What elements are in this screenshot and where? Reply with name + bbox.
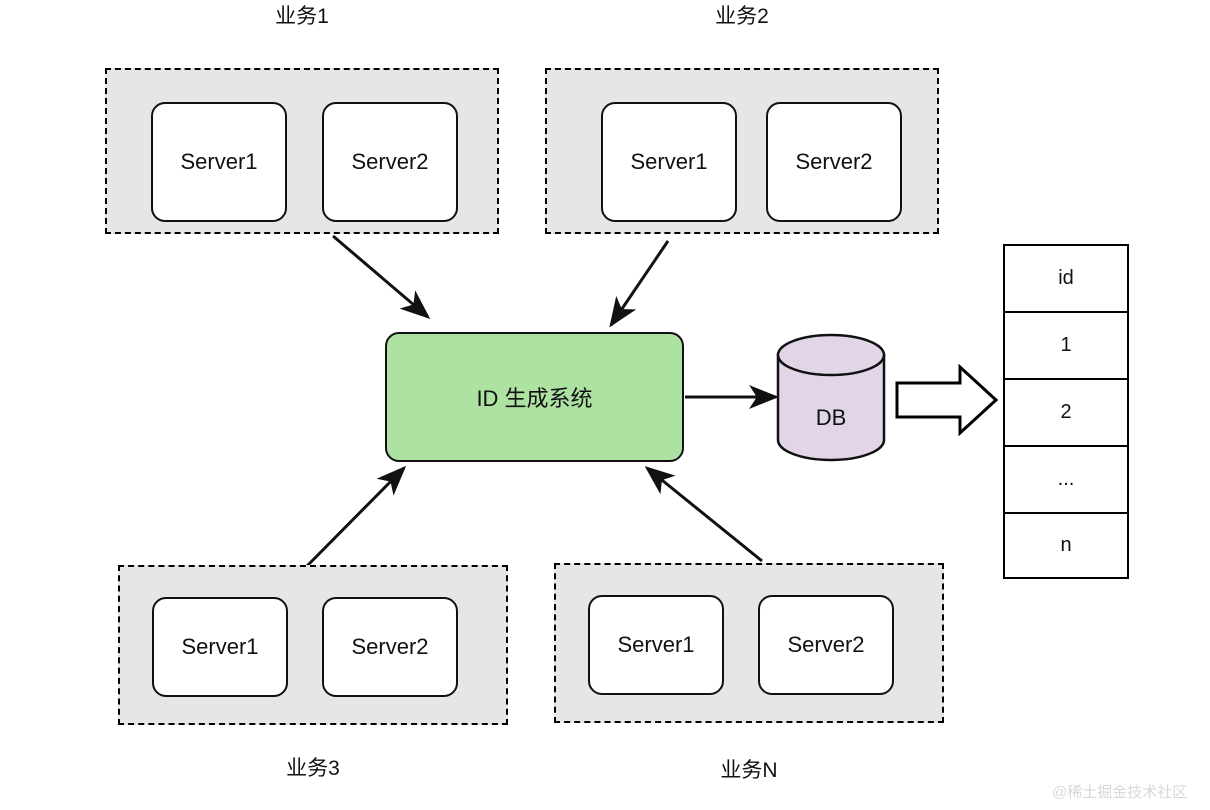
watermark: @稀土掘金技术社区 bbox=[1052, 784, 1188, 801]
group-box-3[interactable]: Server1 Server2 bbox=[118, 565, 508, 725]
id-table-row: n bbox=[1005, 514, 1127, 577]
server-box-n-1[interactable]: Server1 bbox=[588, 595, 724, 695]
id-generation-system-box[interactable]: ID 生成系统 bbox=[385, 332, 684, 462]
server-box-n-2[interactable]: Server2 bbox=[758, 595, 894, 695]
server-box-2-2[interactable]: Server2 bbox=[766, 102, 902, 222]
id-generation-system-label: ID 生成系统 bbox=[476, 386, 593, 411]
id-table-cell: 1 bbox=[1060, 334, 1072, 356]
arrow-groupn-to-idgen bbox=[644, 466, 763, 563]
server-box-1-2[interactable]: Server2 bbox=[322, 102, 458, 222]
server-label: Server1 bbox=[180, 149, 258, 174]
id-table-header-cell: id bbox=[1058, 267, 1074, 289]
group-label-3: 业务3 bbox=[286, 757, 340, 780]
database-label: DB bbox=[815, 405, 847, 430]
server-box-3-1[interactable]: Server1 bbox=[152, 597, 288, 697]
id-table-row: 1 bbox=[1005, 313, 1127, 380]
database-cylinder bbox=[776, 333, 886, 462]
server-label: Server2 bbox=[787, 632, 865, 657]
group-box-2[interactable]: Server1 Server2 bbox=[545, 68, 939, 234]
id-table-cell: 2 bbox=[1060, 401, 1072, 423]
group-label-2: 业务2 bbox=[715, 5, 769, 28]
group-label-1: 业务1 bbox=[275, 5, 329, 28]
server-label: Server1 bbox=[181, 634, 259, 659]
server-box-1-1[interactable]: Server1 bbox=[151, 102, 287, 222]
arrow-group3-to-idgen bbox=[305, 465, 407, 568]
id-table-row: 2 bbox=[1005, 380, 1127, 447]
arrow-group1-to-idgen bbox=[332, 234, 431, 319]
group-box-n[interactable]: Server1 Server2 bbox=[554, 563, 944, 723]
id-table-cell: n bbox=[1060, 534, 1072, 556]
group-box-1[interactable]: Server1 Server2 bbox=[105, 68, 499, 234]
server-label: Server2 bbox=[351, 634, 429, 659]
server-box-2-1[interactable]: Server1 bbox=[601, 102, 737, 222]
id-table-header-row: id bbox=[1005, 246, 1127, 313]
server-label: Server2 bbox=[351, 149, 429, 174]
arrow-group2-to-idgen bbox=[609, 240, 670, 328]
database-node[interactable]: DB bbox=[778, 335, 884, 460]
server-label: Server2 bbox=[795, 149, 873, 174]
block-arrow-db-to-table bbox=[895, 363, 999, 437]
id-table-row: ... bbox=[1005, 447, 1127, 514]
id-table[interactable]: id 1 2 ... n bbox=[1003, 244, 1129, 579]
server-label: Server1 bbox=[630, 149, 708, 174]
group-label-n: 业务N bbox=[720, 759, 778, 782]
server-box-3-2[interactable]: Server2 bbox=[322, 597, 458, 697]
id-table-cell: ... bbox=[1057, 468, 1075, 490]
server-label: Server1 bbox=[617, 632, 695, 657]
